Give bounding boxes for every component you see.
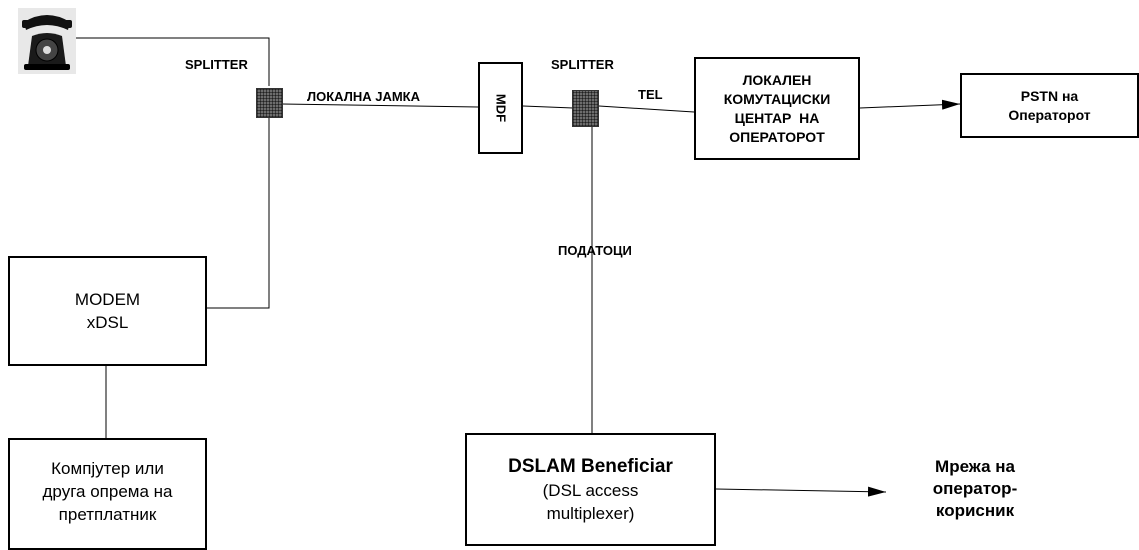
exchange-line-4: ОПЕРАТОРОТ [729, 128, 825, 145]
dslam-to-network-arrow [715, 486, 887, 497]
dslam-title: DSLAM Beneficiar [508, 456, 673, 477]
local-exchange-box: ЛОКАЛЕН КОМУТАЦИСКИ ЦЕНТАР НА ОПЕРАТОРОТ [694, 57, 860, 160]
pstn-line-1: PSTN на [1020, 87, 1079, 104]
dslam-sub-2: multiplexer) [546, 504, 635, 523]
modem-line-2: xDSL [86, 313, 129, 332]
mdf-to-splitter-wire [522, 105, 574, 109]
network-line-3: корисник [935, 501, 1015, 520]
operator-network-label: Мрежа на оператор- корисник [910, 456, 1040, 522]
local-loop-label: ЛОКАЛНА ЈАМКА [307, 89, 420, 104]
tel-wire [598, 105, 695, 113]
exchange-line-2: КОМУТАЦИСКИ [723, 90, 831, 107]
telephone-icon [18, 8, 76, 74]
network-line-1: Мрежа на [935, 457, 1015, 476]
dslam-sub-1: (DSL access [542, 481, 639, 500]
computer-box: Компјутер или друга опрема на претплатни… [8, 438, 207, 550]
exchange-line-1: ЛОКАЛЕН [742, 71, 812, 88]
tel-label: TEL [638, 87, 663, 102]
computer-line-2: друга опрема на [42, 481, 173, 501]
splitter-right [572, 90, 599, 127]
mdf-box: MDF [478, 62, 523, 154]
network-line-2: оператор- [932, 479, 1018, 498]
pstn-box: PSTN на Операторот [960, 73, 1139, 138]
computer-line-3: претплатник [58, 504, 157, 524]
phone-to-splitter-wire [72, 37, 270, 86]
exchange-line-3: ЦЕНТАР НА [734, 109, 820, 126]
modem-line-1: MODEM [74, 290, 141, 309]
mdf-label: MDF [493, 93, 508, 123]
computer-line-1: Компјутер или [51, 458, 164, 478]
splitter-right-label: SPLITTER [551, 57, 614, 72]
pstn-line-2: Операторот [1008, 106, 1091, 123]
splitter-left-label: SPLITTER [185, 57, 248, 72]
splitter-to-modem-wire [207, 118, 270, 309]
data-label: ПОДАТОЦИ [558, 243, 632, 258]
modem-box: MODEM xDSL [8, 256, 207, 366]
dslam-box: DSLAM Beneficiar (DSL access multiplexer… [465, 433, 716, 546]
local-loop-wire [281, 103, 479, 108]
exchange-to-pstn-arrow [859, 99, 961, 110]
splitter-left [256, 88, 283, 118]
